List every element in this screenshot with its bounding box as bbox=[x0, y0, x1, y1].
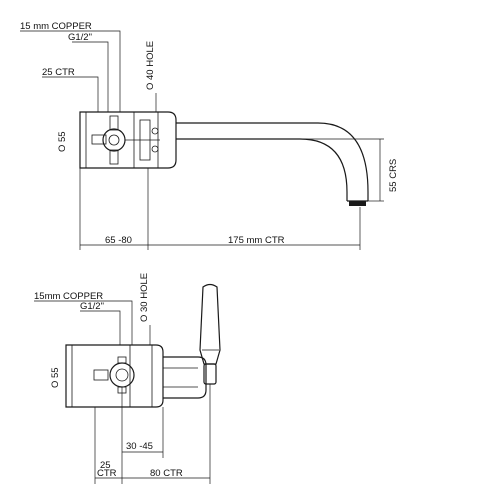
top-ctr-label: 25 CTR bbox=[42, 67, 75, 78]
bottom-copper-leader bbox=[34, 300, 133, 345]
bottom-ctr-value: 25 bbox=[100, 460, 111, 471]
top-copper-leader bbox=[20, 30, 121, 112]
bottom-view: 15mm COPPER G1/2" O 30 HOLE O 55 30 -45 … bbox=[34, 273, 221, 484]
top-spout-nozzle bbox=[349, 201, 366, 206]
top-left-dim-label: 65 -80 bbox=[105, 235, 132, 246]
bottom-lever-dim-label: 80 CTR bbox=[150, 468, 183, 479]
top-spout-upper bbox=[176, 122, 369, 201]
top-dia-label: O 55 bbox=[57, 131, 68, 152]
top-crs-label: 55 CRS bbox=[388, 159, 399, 192]
bottom-handle-body bbox=[163, 356, 207, 399]
bottom-depth-label: 30 -45 bbox=[126, 441, 153, 452]
top-thread-leader bbox=[72, 41, 109, 112]
bottom-body-outline bbox=[65, 344, 164, 408]
bottom-copper-label: 15mm COPPER bbox=[34, 291, 103, 302]
bottom-valve bbox=[93, 356, 135, 394]
bottom-lever bbox=[199, 283, 221, 365]
bottom-thread-leader bbox=[80, 310, 121, 345]
top-view: 15 mm COPPER G1/2" 25 CTR O 40 HOLE O 55… bbox=[20, 21, 399, 250]
top-cross-handle bbox=[91, 115, 160, 165]
bottom-hole-label: O 30 HOLE bbox=[139, 273, 150, 322]
bottom-ctr-unit: CTR bbox=[97, 468, 117, 479]
top-body-outline bbox=[79, 111, 177, 169]
top-spout-lower bbox=[176, 138, 348, 201]
bottom-dia-label: O 55 bbox=[50, 367, 61, 388]
top-hole-label: O 40 HOLE bbox=[145, 41, 156, 90]
top-thread-label: G1/2" bbox=[68, 32, 92, 43]
top-copper-label: 15 mm COPPER bbox=[20, 21, 92, 32]
top-spout-dim-label: 175 mm CTR bbox=[228, 235, 285, 246]
top-ctr-leader bbox=[42, 76, 99, 112]
bottom-thread-label: G1/2" bbox=[80, 301, 104, 312]
